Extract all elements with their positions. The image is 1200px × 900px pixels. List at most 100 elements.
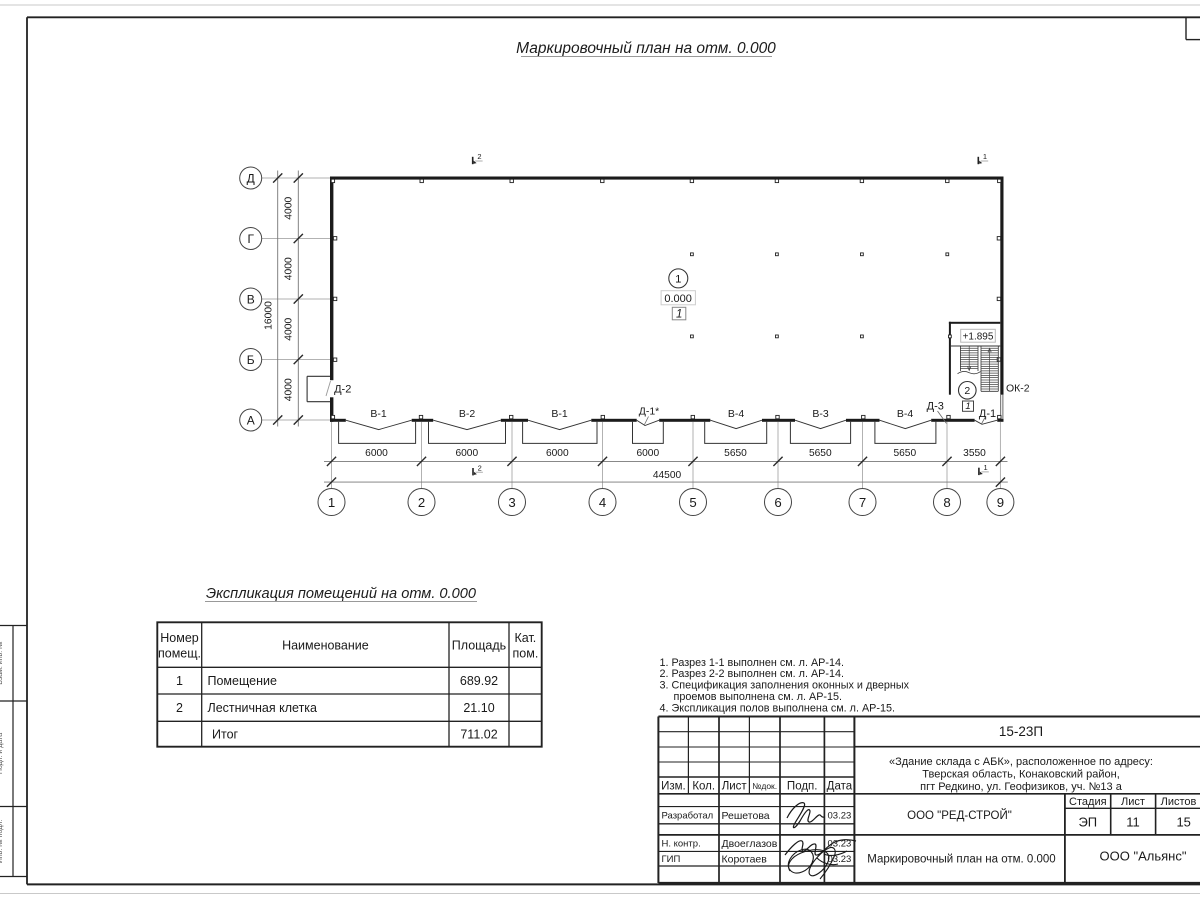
svg-text:ЭП: ЭП <box>1078 815 1097 830</box>
svg-text:Площадь: Площадь <box>452 639 506 653</box>
svg-text:03.23: 03.23 <box>828 839 852 850</box>
svg-text:Итог: Итог <box>212 728 239 742</box>
svg-text:Кат.: Кат. <box>515 631 537 645</box>
svg-text:+1.895: +1.895 <box>963 331 994 342</box>
svg-text:1: 1 <box>176 674 183 688</box>
svg-text:Листов: Листов <box>1161 796 1197 808</box>
svg-text:4000: 4000 <box>284 197 295 220</box>
svg-text:Решетова: Решетова <box>722 810 770 822</box>
svg-text:1: 1 <box>328 495 335 510</box>
svg-text:Маркировочный план на отм. 0.0: Маркировочный план на отм. 0.000 <box>516 40 776 57</box>
svg-text:помещ.: помещ. <box>158 647 201 661</box>
svg-text:Д: Д <box>247 171 255 185</box>
svg-text:1: 1 <box>983 152 987 161</box>
svg-text:711.02: 711.02 <box>460 728 497 742</box>
svg-text:1: 1 <box>675 274 681 286</box>
svg-text:2. Разрез 2-2 выполнен см. л.: 2. Разрез 2-2 выполнен см. л. АР-14. <box>660 668 844 680</box>
svg-text:Маркировочный план на отм. 0.0: Маркировочный план на отм. 0.000 <box>867 854 1055 866</box>
svg-text:Лист: Лист <box>722 780 748 792</box>
svg-text:2: 2 <box>477 152 481 161</box>
svg-text:0.000: 0.000 <box>664 293 692 305</box>
svg-text:Д-3: Д-3 <box>927 401 944 413</box>
svg-text:Д-1: Д-1 <box>979 408 996 420</box>
svg-text:Д-2: Д-2 <box>334 384 351 396</box>
svg-text:Коротаев: Коротаев <box>722 854 768 866</box>
svg-text:ГИП: ГИП <box>662 854 681 865</box>
svg-text:Лестничная клетка: Лестничная клетка <box>208 701 318 715</box>
svg-text:3: 3 <box>508 495 515 510</box>
svg-text:ОК-2: ОК-2 <box>1006 382 1030 394</box>
svg-text:6: 6 <box>774 495 781 510</box>
svg-text:В: В <box>247 292 255 306</box>
svg-text:Двоеглазов: Двоеглазов <box>722 838 778 850</box>
svg-text:2: 2 <box>478 463 482 472</box>
svg-text:Г: Г <box>247 232 254 246</box>
svg-text:15-23П: 15-23П <box>999 724 1043 739</box>
svg-text:03.23: 03.23 <box>828 811 852 822</box>
svg-text:689.92: 689.92 <box>460 674 498 688</box>
svg-text:пом.: пом. <box>513 647 539 661</box>
svg-text:3. Спецификация заполнения око: 3. Спецификация заполнения оконных и две… <box>660 680 910 692</box>
svg-text:1. Разрез 1-1 выполнен см. л.: 1. Разрез 1-1 выполнен см. л. АР-14. <box>660 657 844 669</box>
svg-text:№док.: №док. <box>752 781 777 791</box>
svg-text:Б: Б <box>247 353 255 367</box>
svg-text:Изм.: Изм. <box>661 780 686 792</box>
svg-text:1: 1 <box>984 463 988 472</box>
svg-text:Разработал: Разработал <box>662 811 714 822</box>
svg-text:2: 2 <box>964 385 970 397</box>
svg-text:5650: 5650 <box>893 448 916 459</box>
svg-text:В-1: В-1 <box>551 408 568 420</box>
svg-text:В-4: В-4 <box>728 408 745 420</box>
svg-text:Инв. № подл.: Инв. № подл. <box>0 820 4 864</box>
svg-text:15: 15 <box>1176 815 1190 830</box>
svg-text:6000: 6000 <box>546 448 569 459</box>
svg-text:Подп.: Подп. <box>787 780 818 792</box>
svg-text:21.10: 21.10 <box>463 701 494 715</box>
svg-text:Лист: Лист <box>1121 796 1145 808</box>
svg-text:4000: 4000 <box>284 378 295 401</box>
svg-text:3550: 3550 <box>963 448 986 459</box>
svg-text:5: 5 <box>689 495 696 510</box>
svg-text:пгт Редкино, ул. Геофизиков, у: пгт Редкино, ул. Геофизиков, уч. №13 а <box>920 781 1123 793</box>
svg-text:6000: 6000 <box>455 448 478 459</box>
svg-text:2: 2 <box>176 701 183 715</box>
svg-text:1: 1 <box>676 309 682 321</box>
svg-text:03.23: 03.23 <box>828 854 852 865</box>
svg-text:5650: 5650 <box>724 448 747 459</box>
svg-text:4: 4 <box>599 495 606 510</box>
svg-text:11: 11 <box>1126 815 1140 830</box>
svg-text:Кол.: Кол. <box>692 780 715 792</box>
svg-text:44500: 44500 <box>653 470 682 481</box>
svg-text:Наименование: Наименование <box>282 639 369 653</box>
svg-text:4000: 4000 <box>284 318 295 341</box>
svg-text:7: 7 <box>859 495 866 510</box>
svg-text:8: 8 <box>943 495 950 510</box>
svg-text:9: 9 <box>997 495 1004 510</box>
svg-text:4. Экспликация полов выполнена: 4. Экспликация полов выполнена см. л. АР… <box>660 702 895 714</box>
svg-text:Взам. инв. №: Взам. инв. № <box>0 641 4 684</box>
svg-text:2: 2 <box>418 495 425 510</box>
svg-text:Помещение: Помещение <box>208 674 277 688</box>
svg-text:Подп. и дата: Подп. и дата <box>0 733 4 774</box>
svg-text:4000: 4000 <box>284 257 295 280</box>
svg-text:«Здание склада с АБК», располо: «Здание склада с АБК», расположенное по … <box>889 756 1153 768</box>
svg-text:проемов выполнена см. л. АР-15: проемов выполнена см. л. АР-15. <box>674 691 843 703</box>
svg-text:А: А <box>247 413 255 427</box>
svg-text:Д-1*: Д-1* <box>639 406 660 418</box>
svg-text:Экспликация помещений на отм.: Экспликация помещений на отм. 0.000 <box>206 586 476 602</box>
svg-text:ООО "Альянс": ООО "Альянс" <box>1100 849 1187 864</box>
svg-text:ООО "РЕД-СТРОЙ": ООО "РЕД-СТРОЙ" <box>907 809 1012 822</box>
svg-text:1: 1 <box>965 401 970 412</box>
svg-text:Тверская область, Конаковский: Тверская область, Конаковский район, <box>922 769 1120 781</box>
svg-text:В-2: В-2 <box>459 408 476 420</box>
svg-text:6000: 6000 <box>636 448 659 459</box>
svg-text:Н. контр.: Н. контр. <box>662 839 701 850</box>
svg-text:5650: 5650 <box>809 448 832 459</box>
svg-text:Дата: Дата <box>827 780 853 792</box>
svg-text:В-3: В-3 <box>812 408 829 420</box>
svg-text:Стадия: Стадия <box>1069 796 1107 808</box>
svg-text:6000: 6000 <box>365 448 388 459</box>
svg-text:Номер: Номер <box>160 631 199 645</box>
svg-text:В-4: В-4 <box>897 408 914 420</box>
svg-text:16000: 16000 <box>264 301 275 330</box>
